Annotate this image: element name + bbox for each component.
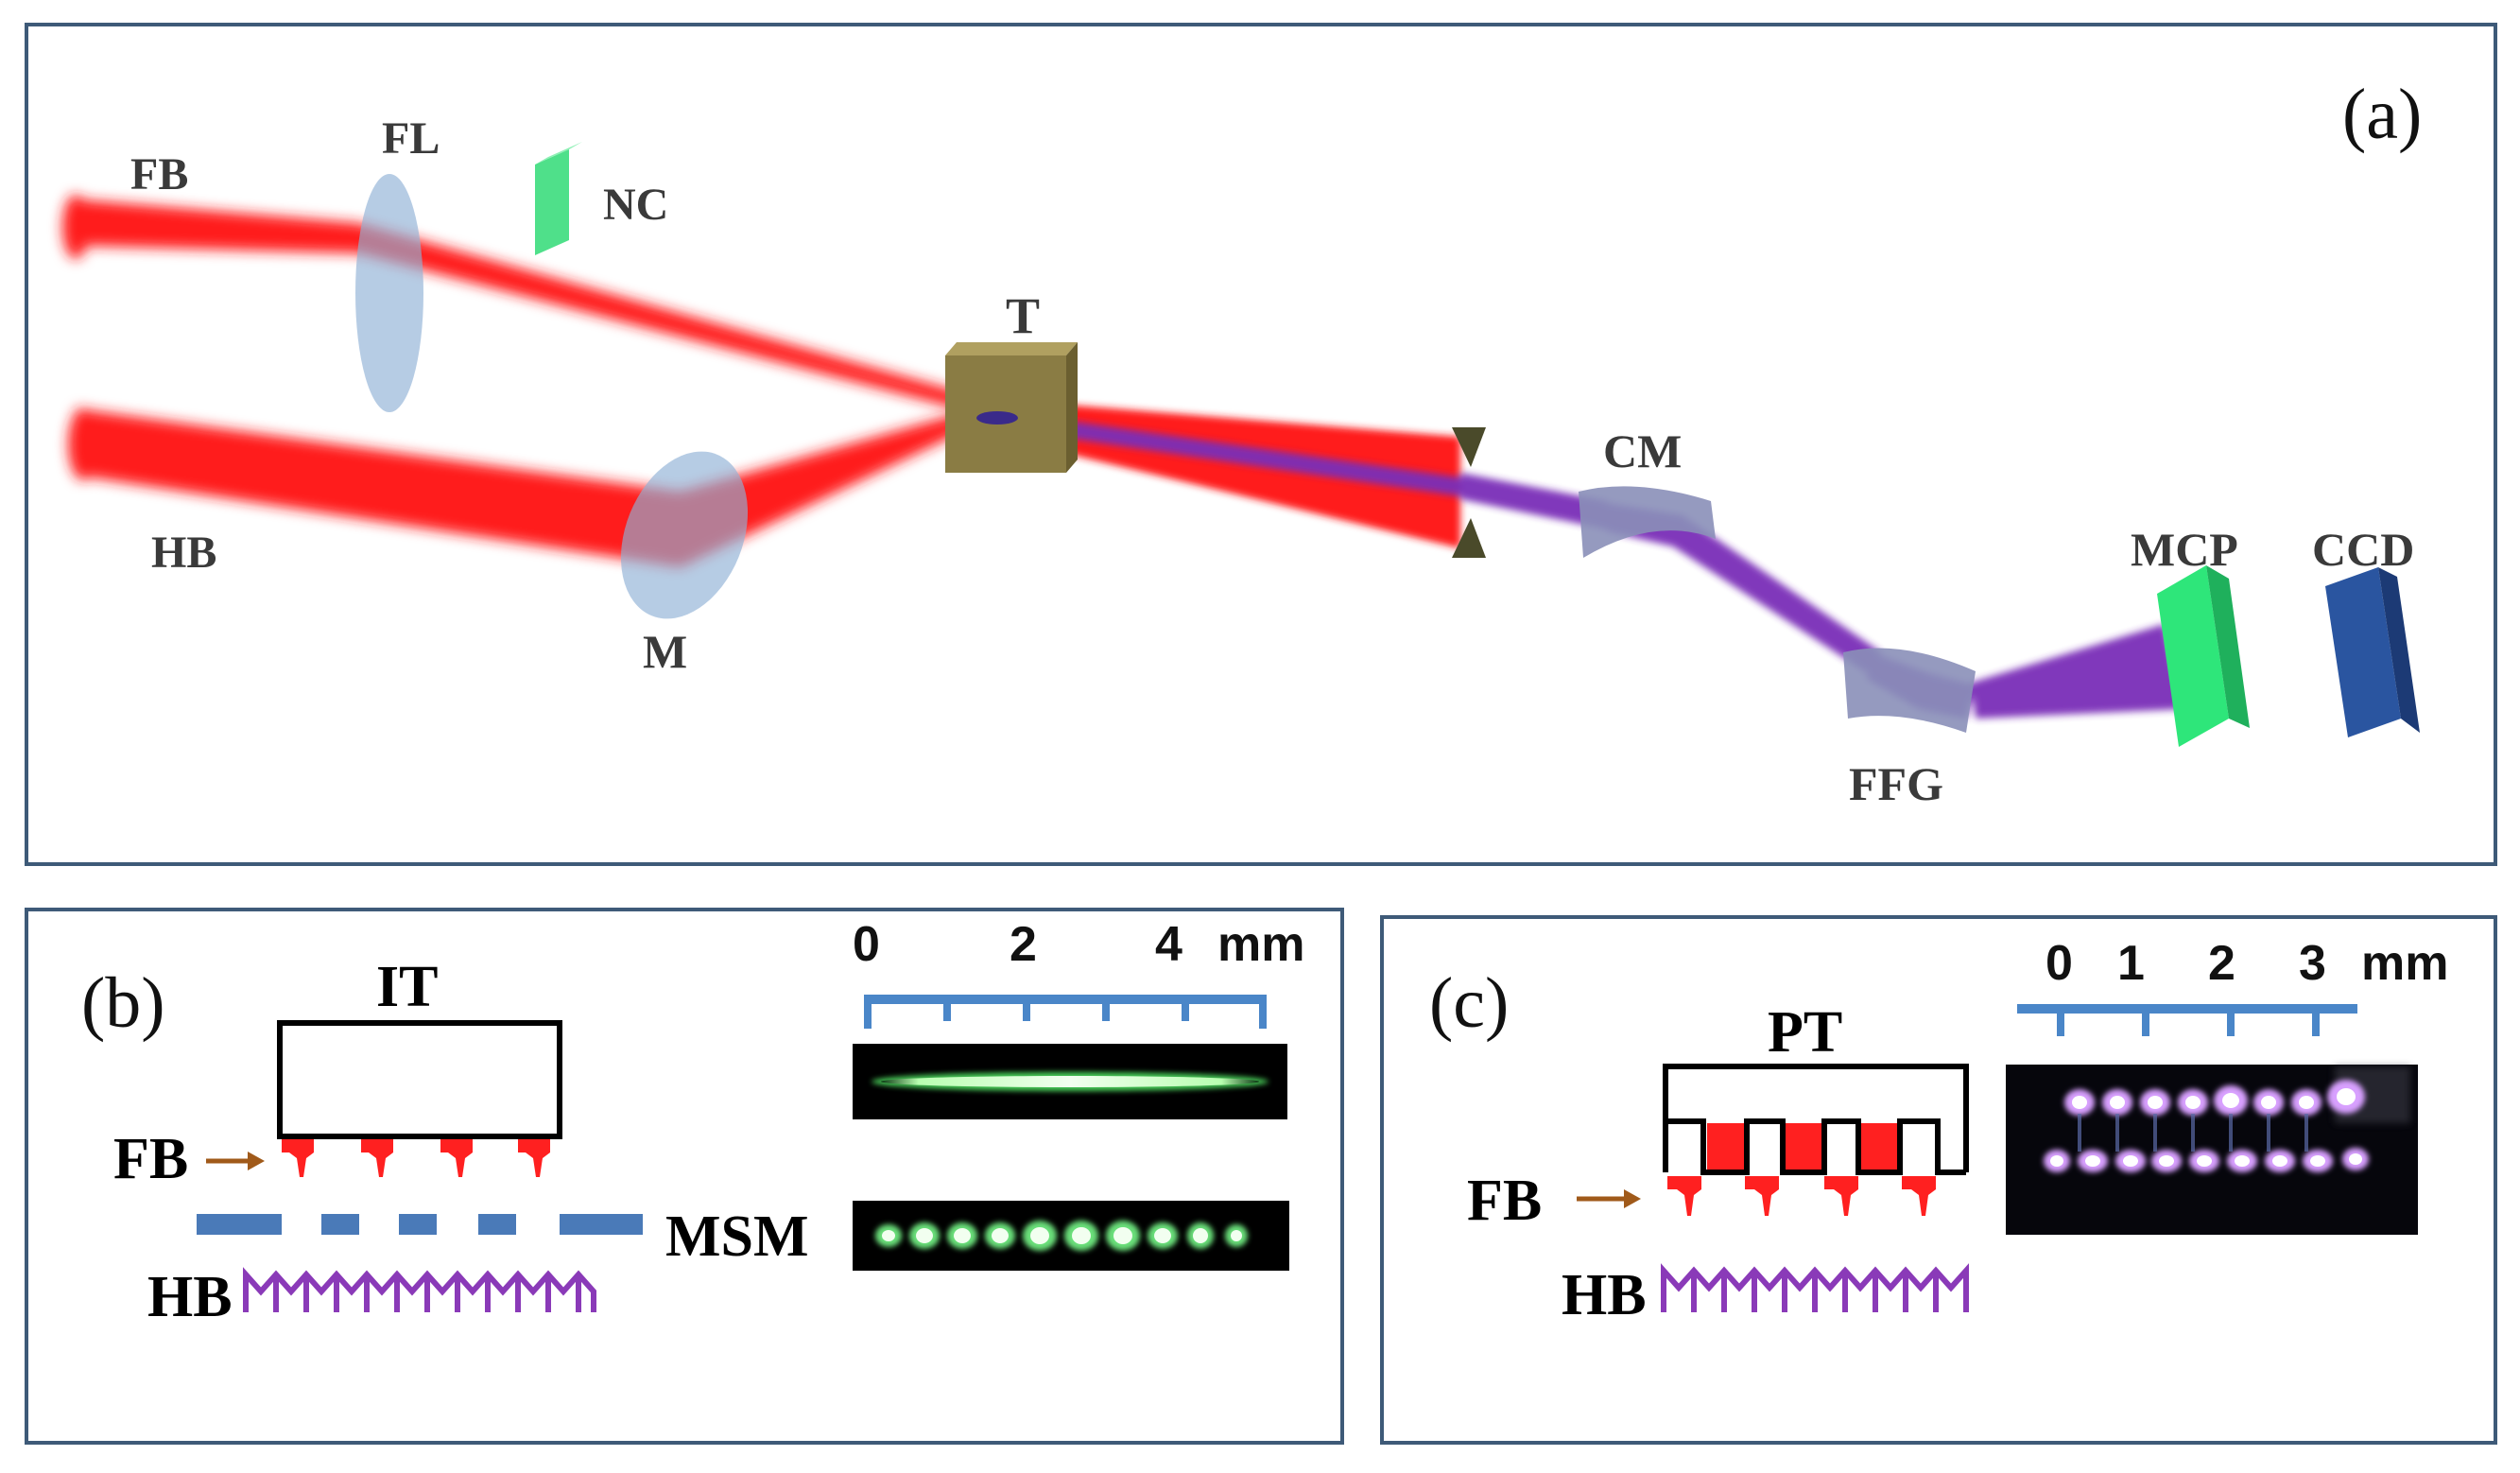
- label-fl: FL: [382, 113, 440, 164]
- fundamental-beam: [62, 195, 978, 414]
- panel-b-tick-0: 0: [853, 917, 880, 972]
- panel-b-msm-label: MSM: [665, 1204, 809, 1269]
- panel-b-image-line: [853, 1044, 1287, 1119]
- panel-c-hb-label: HB: [1562, 1263, 1647, 1327]
- label-m: M: [643, 625, 687, 678]
- panel-b-target-label: IT: [376, 955, 438, 1019]
- target-cube: [945, 342, 1078, 473]
- panel-c-tick-3: 3: [2299, 936, 2326, 991]
- panel-b-scale-bar: [864, 995, 1267, 1029]
- panel-b-frame: [25, 908, 1344, 1445]
- aperture-slit: [1452, 427, 1486, 558]
- panel-c-unit: mm: [2361, 936, 2448, 991]
- panel-c-fb-label: FB: [1467, 1169, 1542, 1233]
- panel-c-target-label: PT: [1768, 1000, 1842, 1065]
- periodic-target: [1663, 1064, 1969, 1216]
- panel-b-fb-label: FB: [113, 1127, 188, 1191]
- panel-b-hb-label: HB: [147, 1265, 233, 1329]
- focusing-lens: [355, 174, 423, 412]
- label-cm: CM: [1603, 425, 1682, 477]
- xuv-beam: [983, 408, 2183, 719]
- heating-beam: [68, 407, 983, 567]
- msm-mask: [197, 1214, 643, 1235]
- panel-b-tick-2: 2: [1010, 917, 1037, 972]
- label-fb: FB: [130, 149, 188, 199]
- cylindrical-mirror: [1579, 486, 1716, 558]
- panel-c-scale-bar: [2017, 1004, 2357, 1036]
- flat-field-grating: [1843, 648, 1976, 733]
- label-hb: HB: [151, 528, 216, 578]
- panel-c-tick-1: 1: [2117, 936, 2145, 991]
- mcp-detector: [2157, 565, 2250, 747]
- panel-c-fb-arrow: [1577, 1189, 1641, 1208]
- panel-c-image: [2006, 1065, 2418, 1235]
- panel-c-tick-0: 0: [2045, 936, 2073, 991]
- panel-b-fb-arrow: [206, 1152, 265, 1170]
- nonlinear-crystal: [535, 142, 582, 255]
- ccd-camera: [2325, 567, 2420, 737]
- panel-a-tag: (a): [2342, 75, 2422, 154]
- label-mcp: MCP: [2131, 523, 2238, 576]
- panel-c-tick-2: 2: [2208, 936, 2235, 991]
- label-t: T: [1006, 287, 1040, 344]
- panel-b-tick-4: 4: [1155, 917, 1182, 972]
- label-ccd: CCD: [2312, 523, 2414, 576]
- panel-b-hb-arrows: [243, 1267, 596, 1312]
- panel-b-unit: mm: [1217, 917, 1304, 972]
- panel-b-image-dots: [853, 1201, 1289, 1271]
- panel-c-tag: (c): [1429, 963, 1509, 1043]
- label-nc: NC: [603, 180, 668, 230]
- label-ffg: FFG: [1849, 757, 1943, 810]
- panel-b-tag: (b): [81, 963, 165, 1043]
- integrated-target: [277, 1020, 562, 1139]
- mirror: [620, 451, 749, 619]
- panel-c-hb-arrows: [1661, 1263, 1969, 1312]
- fb-pins: [282, 1139, 550, 1177]
